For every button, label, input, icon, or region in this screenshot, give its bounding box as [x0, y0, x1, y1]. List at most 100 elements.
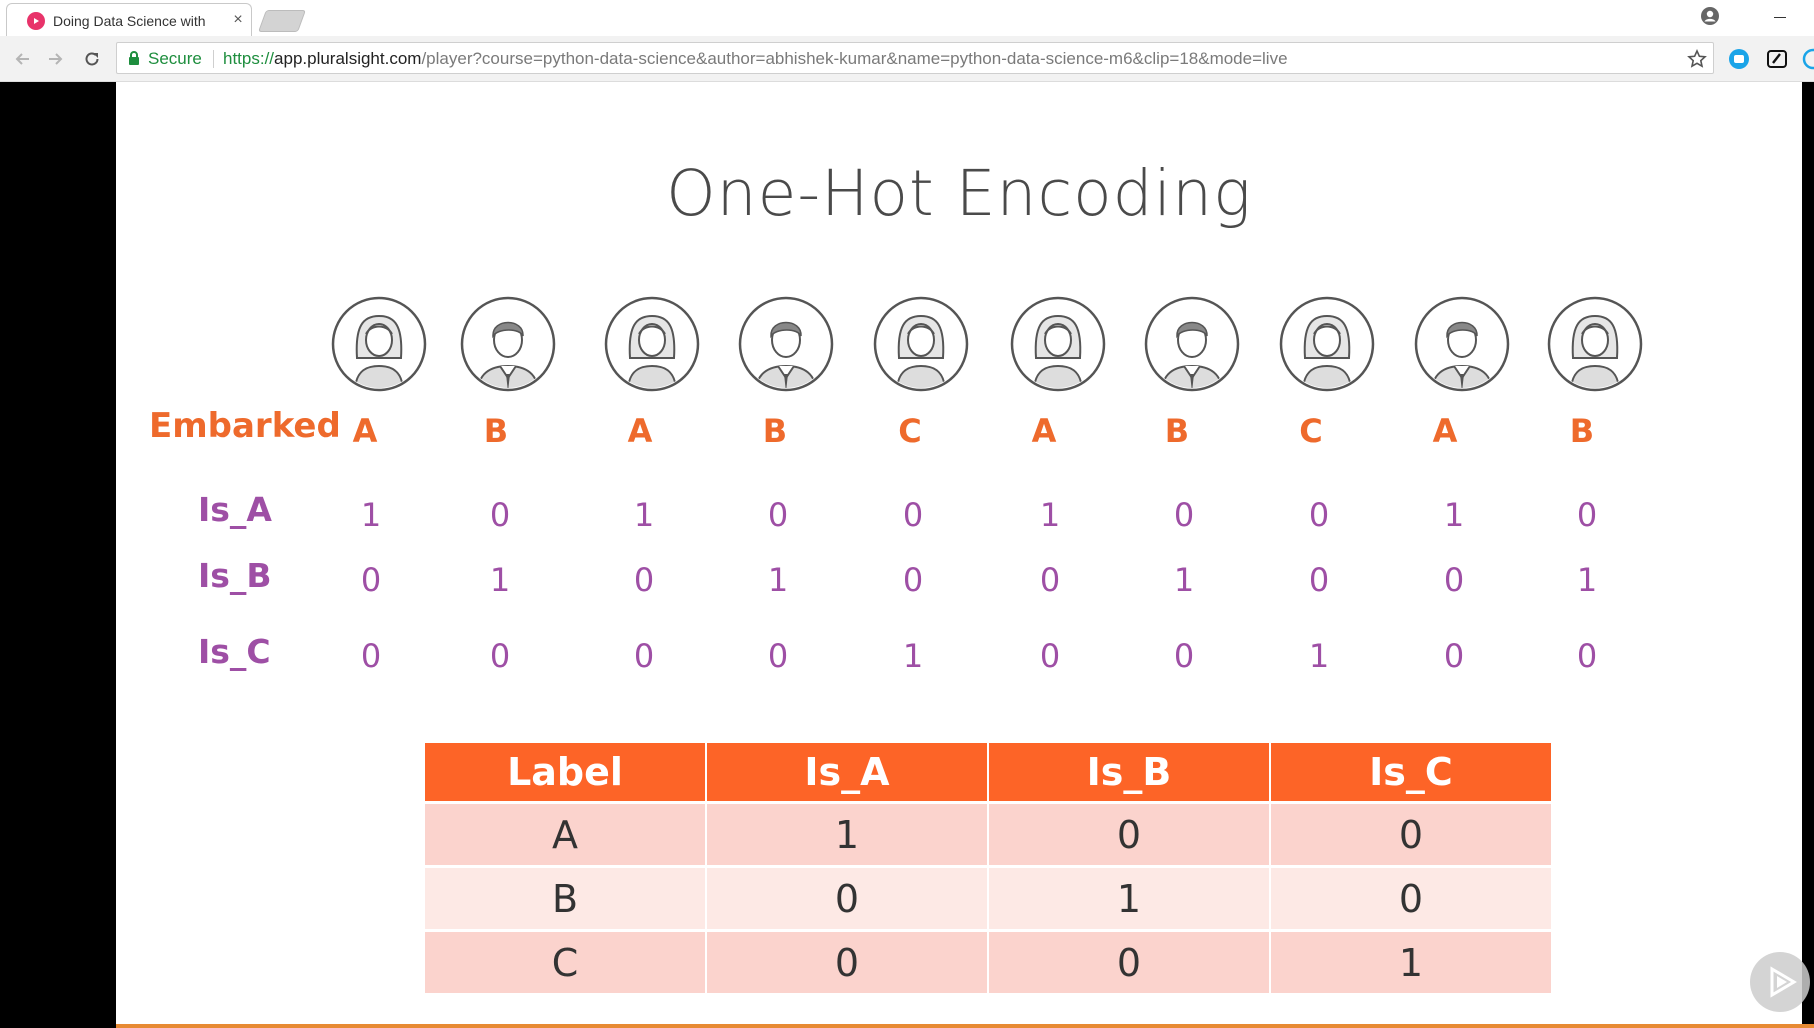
row-label-is-a: Is_A — [198, 490, 272, 529]
value-cell-embarked: A — [352, 412, 378, 450]
table-cell: 0 — [988, 801, 1271, 867]
forward-icon[interactable] — [44, 48, 66, 70]
profile-icon[interactable] — [1700, 6, 1720, 26]
browser-tab[interactable]: Doing Data Science with × — [6, 3, 252, 36]
female-person-icon — [1279, 296, 1375, 392]
value-cell-embarked: B — [483, 412, 509, 450]
star-icon[interactable] — [1687, 49, 1707, 69]
female-person-icon — [1547, 296, 1643, 392]
pluralsight-favicon-icon — [27, 12, 45, 30]
value-cell-is-b: 1 — [1173, 561, 1195, 599]
value-cell-is-a: 1 — [633, 496, 655, 534]
table-row: A 1 0 0 — [425, 801, 1551, 867]
value-cell-is-b: 1 — [489, 561, 511, 599]
table-cell: 0 — [706, 929, 989, 993]
value-cell-embarked: B — [762, 412, 788, 450]
table-header-is-b: Is_B — [988, 743, 1271, 803]
row-label-embarked: Embarked — [149, 406, 341, 446]
slide: One-Hot Encoding — [116, 82, 1802, 1024]
value-cell-is-a: 0 — [902, 496, 924, 534]
url-scheme: https:// — [223, 49, 275, 68]
value-cell-embarked: C — [898, 412, 922, 450]
value-cell-is-c: 0 — [1173, 637, 1195, 675]
male-person-icon — [738, 296, 834, 392]
table-row: C 0 0 1 — [425, 929, 1551, 993]
table-header-is-a: Is_A — [706, 743, 989, 803]
table-header-label: Label — [425, 743, 707, 803]
browser-toolbar: Secure https://app.pluralsight.com/playe… — [0, 36, 1814, 82]
value-cell-is-b: 0 — [1039, 561, 1061, 599]
back-icon[interactable] — [12, 48, 34, 70]
male-person-icon — [460, 296, 556, 392]
value-cell-is-c: 0 — [767, 637, 789, 675]
table-cell: 0 — [988, 929, 1271, 993]
encoding-table: Label Is_A Is_B Is_C A 1 0 0 B 0 1 0 — [425, 743, 1551, 993]
value-cell-is-c: 0 — [489, 637, 511, 675]
url-text[interactable]: https://app.pluralsight.com/player?cours… — [223, 49, 1288, 69]
new-tab-button[interactable] — [257, 10, 307, 32]
value-cell-embarked: A — [1031, 412, 1057, 450]
value-cell-is-a: 1 — [1443, 496, 1465, 534]
table-cell: A — [425, 801, 707, 867]
value-cell-is-b: 0 — [902, 561, 924, 599]
female-person-icon — [1010, 296, 1106, 392]
table-row: B 0 1 0 — [425, 865, 1551, 931]
value-cell-is-a: 1 — [360, 496, 382, 534]
value-cell-is-b: 1 — [1576, 561, 1598, 599]
value-cell-is-b: 0 — [1443, 561, 1465, 599]
value-cell-embarked: C — [1299, 412, 1323, 450]
table-cell: B — [425, 865, 707, 931]
browser-titlebar: Doing Data Science with × — [0, 0, 1814, 36]
table-header-is-c: Is_C — [1270, 743, 1551, 803]
url-path: /player?course=python-data-science&autho… — [421, 49, 1288, 68]
video-player[interactable]: One-Hot Encoding — [0, 82, 1814, 1028]
value-cell-is-b: 0 — [360, 561, 382, 599]
table-cell: 0 — [706, 865, 989, 931]
value-cell-is-a: 0 — [489, 496, 511, 534]
value-cell-is-a: 1 — [1039, 496, 1061, 534]
play-button[interactable] — [1750, 952, 1810, 1012]
value-cell-is-c: 0 — [360, 637, 382, 675]
address-bar[interactable]: Secure https://app.pluralsight.com/playe… — [116, 42, 1714, 74]
table-cell: 1 — [1270, 929, 1551, 993]
url-host: app.pluralsight.com — [274, 49, 422, 68]
extension-icon[interactable] — [1728, 48, 1750, 70]
female-person-icon — [331, 296, 427, 392]
value-cell-is-b: 0 — [1308, 561, 1330, 599]
value-cell-embarked: B — [1569, 412, 1595, 450]
value-cell-is-c: 1 — [902, 637, 924, 675]
extension-icon[interactable] — [1766, 48, 1788, 70]
extension-icon[interactable] — [1802, 48, 1814, 70]
play-icon — [1770, 966, 1797, 998]
value-cell-is-b: 1 — [767, 561, 789, 599]
table-header-row: Label Is_A Is_B Is_C — [425, 743, 1551, 803]
value-cell-embarked: A — [1432, 412, 1458, 450]
value-cell-embarked: B — [1164, 412, 1190, 450]
male-person-icon — [1414, 296, 1510, 392]
tab-close-icon[interactable]: × — [233, 11, 243, 28]
table-cell: 1 — [988, 865, 1271, 931]
table-cell: 0 — [1270, 865, 1551, 931]
male-person-icon — [1144, 296, 1240, 392]
female-person-icon — [604, 296, 700, 392]
minimize-icon[interactable] — [1760, 4, 1800, 30]
value-cell-is-c: 0 — [1443, 637, 1465, 675]
value-cell-is-c: 0 — [1039, 637, 1061, 675]
reload-icon[interactable] — [81, 48, 103, 70]
slide-title: One-Hot Encoding — [666, 157, 1252, 230]
value-cell-is-c: 0 — [1576, 637, 1598, 675]
value-cell-is-b: 0 — [633, 561, 655, 599]
value-cell-is-a: 0 — [767, 496, 789, 534]
row-label-is-b: Is_B — [198, 556, 272, 595]
value-cell-embarked: A — [627, 412, 653, 450]
table-cell: C — [425, 929, 707, 993]
value-cell-is-a: 0 — [1308, 496, 1330, 534]
lock-icon — [129, 51, 139, 65]
value-cell-is-c: 1 — [1308, 637, 1330, 675]
table-cell: 1 — [706, 801, 989, 867]
row-label-is-c: Is_C — [198, 632, 271, 671]
tab-title: Doing Data Science with — [53, 13, 206, 29]
value-cell-is-a: 0 — [1173, 496, 1195, 534]
secure-label: Secure — [148, 49, 202, 68]
video-progress-bar[interactable] — [116, 1024, 1814, 1028]
